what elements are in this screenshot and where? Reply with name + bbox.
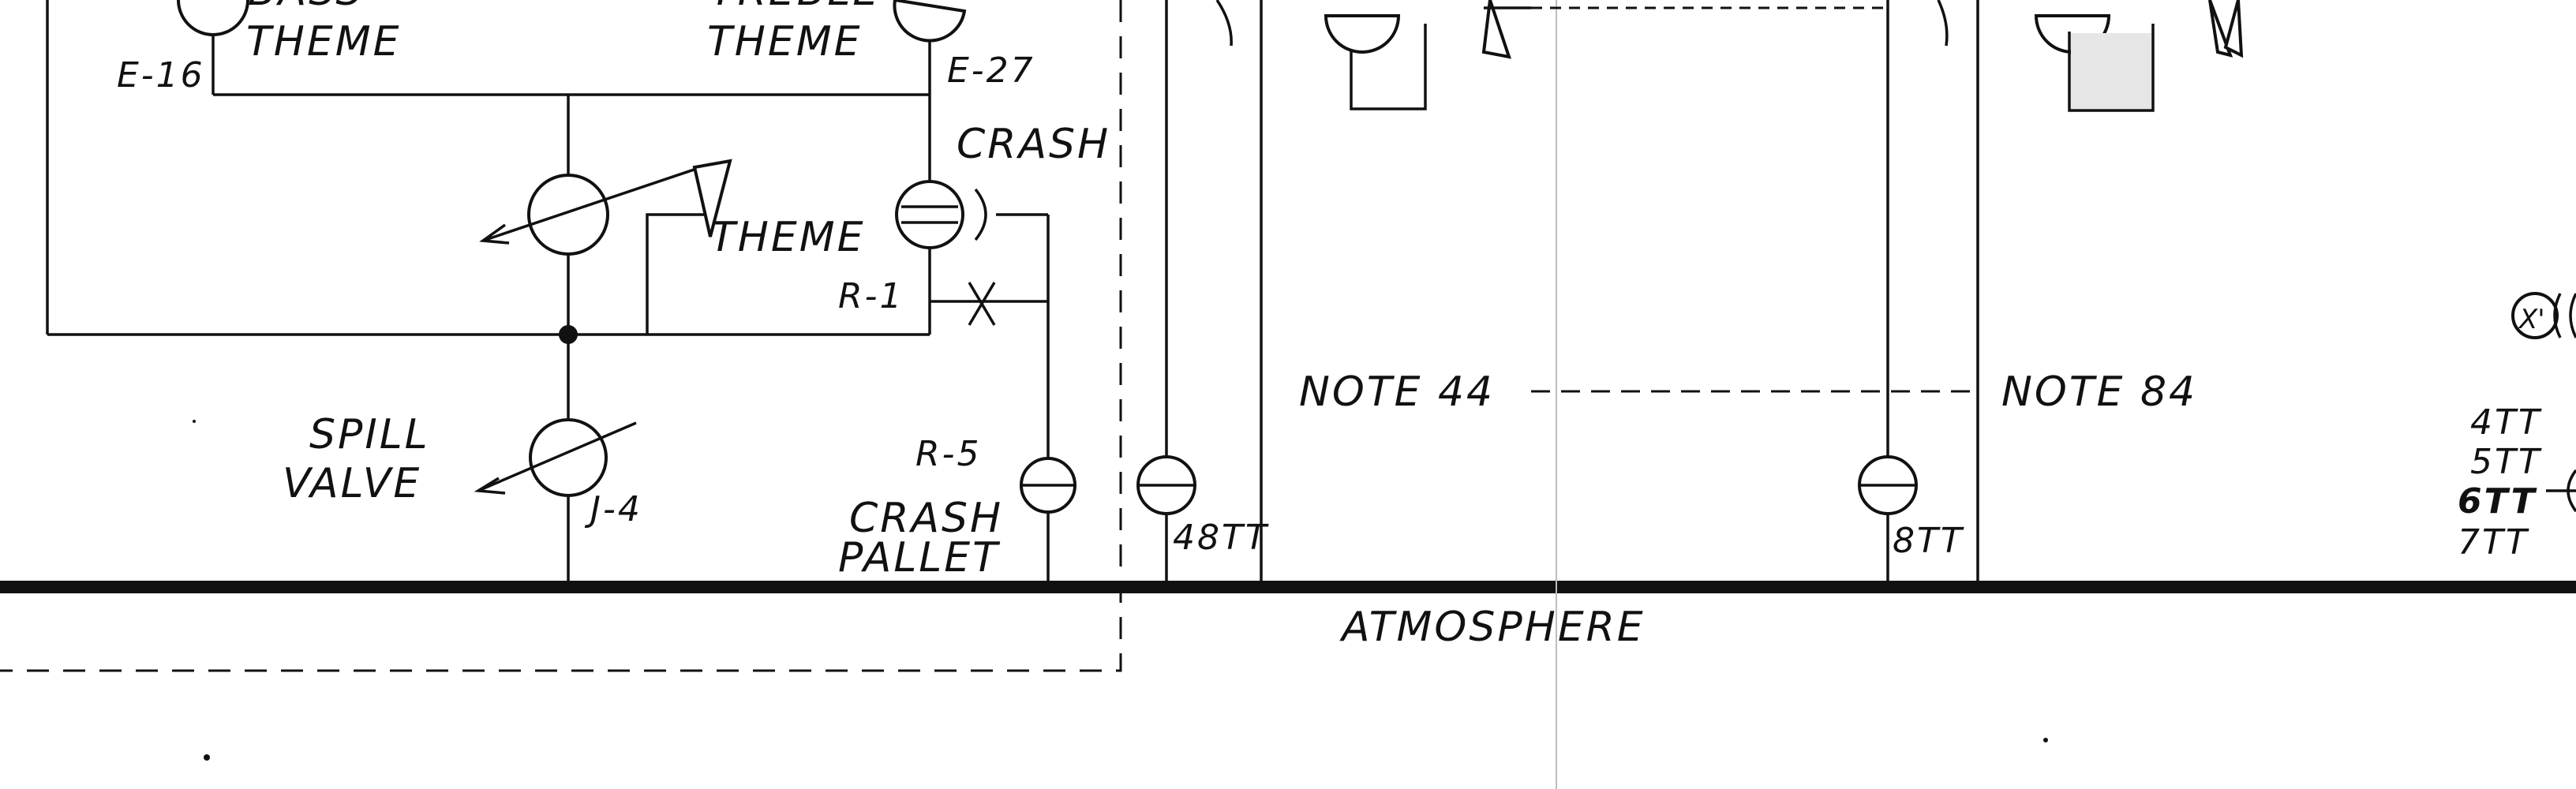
junction-dot [559, 325, 578, 344]
right-circuit-lines [2034, 0, 2244, 112]
x-prime-label: X' [2518, 304, 2545, 335]
theme-valve-label: THEME [710, 214, 865, 261]
r1-label: R-1 [838, 276, 904, 316]
bass-label-partial: BASS [248, 0, 364, 15]
gauge-48tt-symbol [1136, 455, 1196, 515]
e27-label: E-27 [947, 50, 1035, 91]
e16-device-symbol [177, 0, 249, 36]
r5-crash-pallet-symbol [1020, 457, 1076, 514]
treble-theme-label: THEME [707, 18, 862, 65]
j4-spill-valve-symbol [474, 418, 637, 497]
speck [2043, 738, 2048, 742]
note-84-label: NOTE 84 [2001, 368, 2197, 416]
restriction-x-mark [968, 282, 996, 326]
tt-gauge-edge [2567, 469, 2576, 513]
bass-theme-label: THEME [246, 18, 401, 65]
middle-circuit-lines [1165, 0, 1979, 789]
j4-label: J-4 [584, 489, 642, 529]
left-enclosure-dashed-border [0, 0, 1122, 672]
crash-label: CRASH [957, 121, 1110, 168]
r5-label: R-5 [915, 434, 981, 474]
speck [204, 754, 210, 761]
crash-pallet-label-line2: PALLET [838, 534, 1001, 581]
speck [193, 420, 196, 423]
spill-valve-label-line2: VALVE [283, 460, 421, 507]
e16-label: E-16 [117, 55, 205, 95]
spill-valve-label-line1: SPILL [309, 411, 430, 458]
crash-pallet-label-line1: CRASH [849, 495, 1003, 542]
e27-device-symbol [893, 0, 967, 43]
gauge-8tt-label: 8TT [1893, 521, 1964, 561]
treble-label-partial: TREBLE [710, 0, 881, 15]
tt5-label: 5TT [2470, 442, 2542, 482]
gauge-48tt-label: 48TT [1173, 518, 1269, 558]
note-44-label: NOTE 44 [1299, 368, 1495, 416]
tt4-label: 4TT [2470, 402, 2542, 443]
atmosphere-label: ATMOSPHERE [1339, 604, 1646, 651]
theme-valve-symbol [479, 159, 732, 256]
x-prime-marker-symbol [2511, 292, 2576, 339]
gauge-8tt-symbol [1858, 455, 1918, 515]
tt6-label: 6TT [2458, 481, 2537, 522]
r1-crash-valve-symbol [895, 180, 987, 249]
tt7-label: 7TT [2458, 522, 2529, 563]
left-circuit-lines [46, 0, 1050, 587]
